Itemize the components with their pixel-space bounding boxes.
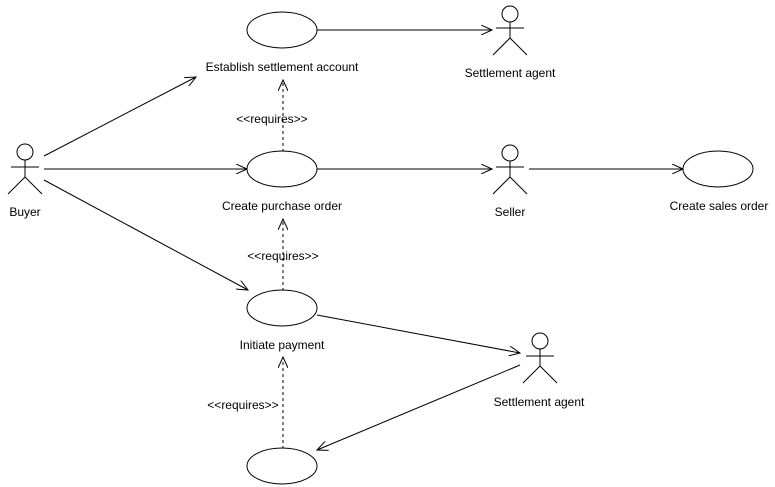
actor-label-settlement-agent-top: Settlement agent xyxy=(465,66,556,80)
actor-buyer-icon[interactable] xyxy=(7,143,43,195)
stereotype-label-requires-3: <<requires>> xyxy=(207,398,278,412)
use-case-unlabeled-bottom[interactable] xyxy=(246,447,318,485)
stereotype-label-requires-1: <<requires>> xyxy=(236,112,307,126)
use-case-label-initiate-payment: Initiate payment xyxy=(240,338,325,352)
association-initiate-payment-settlement-agent xyxy=(316,314,520,353)
actor-label-settlement-agent-bottom: Settlement agent xyxy=(494,395,585,409)
use-case-create-sales-order[interactable] xyxy=(682,150,754,188)
actor-settlement-agent-top-icon[interactable] xyxy=(492,5,528,56)
actor-seller-icon[interactable] xyxy=(492,144,528,195)
association-buyer-initiate-payment xyxy=(43,179,248,290)
association-buyer-establish xyxy=(43,77,196,157)
actor-label-buyer: Buyer xyxy=(9,205,40,219)
use-case-label-establish-settlement-account: Establish settlement account xyxy=(206,60,359,74)
stereotype-label-requires-2: <<requires>> xyxy=(247,249,318,263)
use-case-initiate-payment[interactable] xyxy=(246,289,318,327)
use-case-label-create-sales-order: Create sales order xyxy=(670,199,769,213)
actor-settlement-agent-bottom-icon[interactable] xyxy=(522,332,558,384)
use-case-establish-settlement-account[interactable] xyxy=(246,11,318,49)
use-case-label-create-purchase-order: Create purchase order xyxy=(222,199,342,213)
use-case-create-purchase-order[interactable] xyxy=(246,150,318,188)
association-settlement-agent-bottom-usecase xyxy=(317,364,521,450)
actor-label-seller: Seller xyxy=(495,205,526,219)
